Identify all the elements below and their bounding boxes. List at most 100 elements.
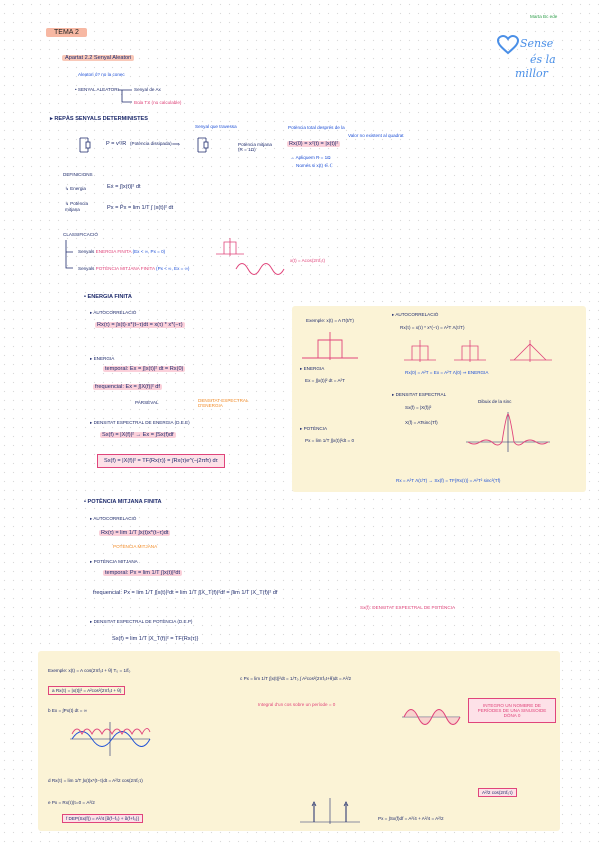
bp-box-note: INTEGRO UN NOMBRE DE PERÍODES DE UNA SIN… — [468, 698, 556, 723]
class1-highlight: ENERGIA FINITA — [95, 249, 132, 254]
bp-step-b: b Ex = ∫Px(t) dt = ∞ — [48, 708, 87, 713]
topic-tag: TEMA 2 — [46, 28, 87, 37]
ef-energy-temporal-text: temporal: Ex = ∫|x(t)|² dt = Rx(0) — [103, 366, 186, 372]
rect-pulse-sketch — [216, 238, 244, 256]
ex-power-eq: Px = lim 1/T ∫|x(t)|²dt = 0 — [305, 438, 354, 443]
pf-autocorr-eq: Rx(τ) = lim 1/T ∫x(t)x*(t−τ)dt — [99, 530, 171, 536]
note-autocorr: Potència total després de la — [288, 125, 345, 130]
ex-density-eq2: X(f) = ATsinc(Tf) — [405, 420, 438, 425]
ef-dens-eq2: Sx(f) = |X(f)|² = TF{Rx(τ)} = ∫Rx(τ)e^(−… — [97, 454, 225, 468]
ex-final-eq: Rx = A²T Λ(τ/T) → Sx(f) = TF{Rx(τ)} = A²… — [396, 478, 501, 483]
class1-cond: (Ex < ∞, Px = 0) — [132, 249, 166, 254]
note-ideal: Valor no existent al quadrat — [348, 133, 404, 138]
bp-step-e: e Px = Rx(τ)|τ=0 = A²/2 — [48, 800, 95, 805]
ef-dens-eq1-text: Sx(f) = |X(f)|² → Ex = ∫Sx(f)df — [100, 432, 176, 438]
circuit-sketch — [79, 137, 91, 153]
ef-dens-label: DENSITAT ESPECTRAL D'ENERGIA — [198, 398, 249, 408]
logo-line2: és la — [530, 53, 556, 66]
example-panel-energy — [292, 306, 586, 492]
bp-final: Px = ∫Sx(f)df = A²/4 + A²/4 = A²/2 — [378, 816, 444, 821]
logo-line1: Sense — [520, 37, 554, 50]
ex-autocorr-result: Rx(0) = A²T = Ex = A²T Λ(0) ⇒ ENERGIA — [405, 370, 489, 375]
ex-energy-eq: Ex = ∫|x(t)|² dt = A²T — [305, 378, 345, 383]
bp-period-note: Integral d'un cos sobre un període = 0 — [258, 702, 336, 707]
power-formula: P = v²/R — [106, 141, 127, 147]
pf-dens-note: Sx(f): DENSITAT ESPECTRAL DE POTÈNCIA — [360, 605, 456, 610]
example-panel-cosine — [38, 651, 560, 831]
bp-step-f-text: f DEP(Sx(f)) = A²/4 [δ(f−f₀) + δ(f+f₀)] — [62, 814, 143, 823]
pf-dens-title: ▸ DENSITAT ESPECTRAL DE POTÈNCIA (D.E.P) — [90, 619, 193, 624]
ex-density-title: ▸ DENSITAT ESPECTRAL — [392, 392, 447, 397]
energy-eq: Ex = ∫|x(t)|² dt — [107, 184, 141, 190]
note-top: Senyal que travessa — [195, 124, 237, 129]
class2-highlight: POTÈNCIA MITJANA FINITA — [95, 266, 155, 271]
ex-autocorr-eq: Rx(τ) = x(τ) * x*(−τ) = A²T Λ(τ/T) — [400, 325, 465, 330]
ef-autocorr-title: ▸ AUTOCORRELACIÓ — [90, 310, 137, 315]
wave-label: x(t) = Acos(2πf₀t) — [290, 258, 326, 263]
ef-dens-title: ▸ DENSITAT ESPECTRAL DE ENERGIA (D.E.E) — [90, 420, 190, 425]
logo-small-text: Marta Bc ede — [530, 14, 558, 19]
implies-arrow: ⟹ — [172, 142, 181, 148]
ex-sinc-label: Dibuix de la sinc — [478, 399, 512, 404]
resistor-sketch — [197, 137, 209, 153]
ef-autocorr-eq: Rx(τ) = ∫x(t)·x*(t−τ)dt = x(τ) * x*(−τ) — [95, 322, 185, 328]
branch-arrows — [118, 89, 132, 103]
pf-autocorr-eq-text: Rx(τ) = lim 1/T ∫x(t)x*(t−τ)dt — [99, 530, 171, 536]
power-label: ↳ Potència mitjana — [65, 201, 89, 212]
class1: Senyals ENERGIA FINITA (Ex < ∞, Px = 0) — [78, 249, 165, 254]
parseval-label: PARSEVAL — [135, 400, 159, 405]
note-below: → Apliquem R = 1Ω — [290, 155, 331, 160]
random-signal-label: • SENYAL ALEATORI — [75, 87, 119, 92]
power-finite-title: • POTÈNCIA MITJANA FINITA — [84, 499, 162, 505]
note-power-mean: Potència mitjana (R = 1Ω) — [238, 142, 272, 152]
class2-cond: (Px < ∞, Ex = ∞) — [156, 266, 190, 271]
ex-autocorr-title: ▸ AUTOCORRELACIÓ — [392, 312, 439, 317]
sinc-sketch — [466, 412, 550, 452]
pf-power-freq: frequencial: Px = lim 1/T ∫|x(t)|²dt = l… — [93, 590, 278, 596]
ex-energy-title: ▸ ENERGIA — [300, 366, 325, 371]
delta-spectrum-sketch — [300, 798, 360, 824]
class2-prefix: Senyals — [78, 266, 95, 271]
deterministic-title: ▸ REPÀS SENYALS DETERMINISTES — [50, 116, 149, 122]
ef-energy-title: ▸ ENERGIA — [90, 356, 115, 361]
bp-step-a-text: a Rx(τ) = |x(t)|² = A²cos²(2πf₀t + θ) — [48, 686, 126, 695]
classification-bracket — [65, 240, 73, 269]
random-signal-arrow2: Bola TX (no calculable) — [134, 100, 182, 105]
ex-power-title: ▸ POTÈNCIA — [300, 426, 328, 431]
energy-finite-title: • ENERGIA FINITA — [84, 294, 132, 300]
cosine-sketch — [235, 263, 285, 275]
period-wave-sketch — [402, 709, 461, 725]
logo-line3: millor — [515, 67, 548, 80]
class1-prefix: Senyals — [78, 249, 95, 254]
power-eq: Px = P̄x = lim 1/T ∫ |x(t)|² dt — [107, 205, 174, 211]
cosine-squared-sketch — [70, 722, 151, 756]
bp-ex-title: Exemple: x(t) = A cos(2πf₀t + θ) T₀ = 1/… — [48, 668, 131, 673]
ef-energy-temporal: temporal: Ex = ∫|x(t)|² dt = Rx(0) — [103, 366, 186, 372]
bp-step-d: d Rx(τ) = lim 1/T ∫x(t)x*(t−τ)dt = A²/2 … — [48, 778, 143, 783]
bp-step-a: a Rx(τ) = |x(t)|² = A²cos²(2πf₀t + θ) — [48, 686, 126, 695]
pf-dens-eq: Sx(f) = lim 1/T |X_T(f)|² = TF{Rx(τ)} — [112, 636, 199, 642]
eq-rx: Rx(0) = x²(t) = |x(t)|² — [287, 141, 341, 147]
bp-result-box: A²/2 cos(2πf₀τ) — [478, 788, 517, 797]
ef-autocorr-eq-text: Rx(τ) = ∫x(t)·x*(t−τ)dt = x(τ) * x*(−τ) — [95, 322, 185, 328]
definitions-title: DEFINICIONS — [63, 172, 93, 177]
question-note: Aleatori ó? no la conec — [78, 72, 125, 77]
ef-energy-freq-text: frequencial: Ex = ∫|X(f)|² df — [93, 384, 162, 390]
classification-title: CLASSIFICACIÓ — [63, 232, 98, 237]
convolution-sketch — [404, 340, 552, 362]
pf-autocorr-note: POTÈNCIA MITJANA — [113, 544, 158, 549]
energy-label: ↳ Energia — [65, 186, 86, 191]
ex-title: Exemple: x(t) = A Π(t/T) — [306, 318, 354, 323]
heart-icon — [496, 34, 520, 55]
ex-density-eq1: Sx(f) = |X(f)|² — [405, 405, 432, 410]
bp-step-f: f DEP(Sx(f)) = A²/4 [δ(f−f₀) + δ(f+f₀)] — [62, 814, 143, 823]
section-tag: Apartat 2.2 Senyal Aleatori — [62, 55, 135, 61]
pf-autocorr-title: ▸ AUTOCORRELACIÓ — [90, 516, 137, 521]
ef-dens-eq1: Sx(f) = |X(f)|² → Ex = ∫Sx(f)df — [100, 432, 176, 438]
class2: Senyals POTÈNCIA MITJANA FINITA (Px < ∞,… — [78, 266, 189, 271]
random-signal-arrow1: Senyal de Ax — [134, 87, 161, 92]
pf-power-temporal-text: temporal: Px = lim 1/T ∫|x(t)|²dt — [103, 570, 183, 576]
bp-step-c: c Px = lim 1/T ∫|x(t)|²dt = 1/T₀ ∫ A²cos… — [240, 676, 352, 681]
ef-energy-freq: frequencial: Ex = ∫|X(f)|² df — [93, 384, 162, 390]
